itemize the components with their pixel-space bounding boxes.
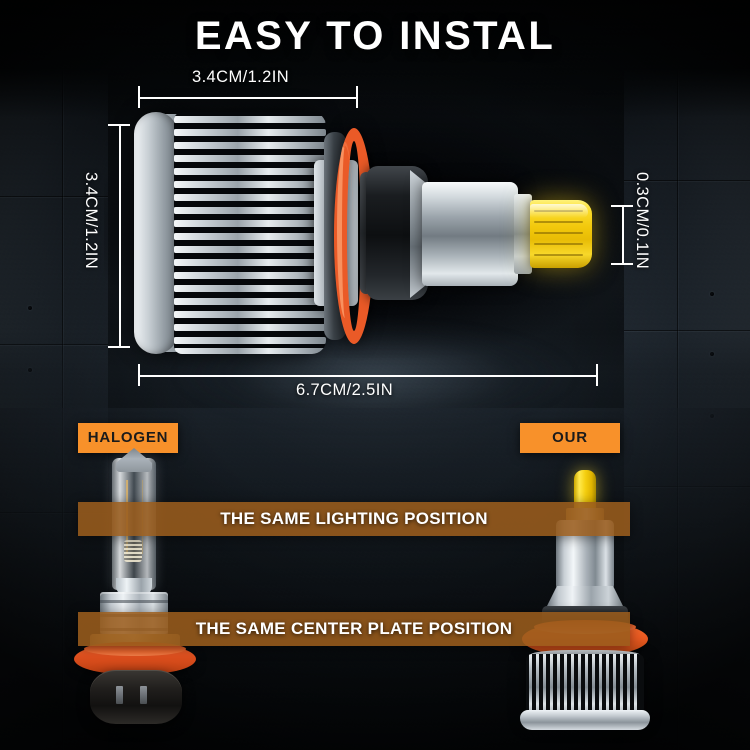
dimension-bracket-icon: [119, 124, 121, 348]
dimension-cap: [108, 124, 130, 126]
dimension-bracket-icon: [622, 205, 624, 265]
heat-sink-end-cap: [134, 112, 178, 354]
product-ferrule: [514, 194, 532, 274]
comparison-bar-center-plate: [78, 612, 630, 646]
comparison-bar-center-plate-label: THE SAME CENTER PLATE POSITION: [195, 619, 513, 638]
gasket-ring-highlight: [337, 142, 353, 318]
badge-our: OUR: [520, 423, 620, 453]
halogen-pin: [116, 686, 123, 704]
dimension-cap: [356, 86, 358, 108]
dimension-cap: [138, 364, 140, 386]
dimension-cap: [596, 364, 598, 386]
halogen-neck: [116, 578, 152, 596]
heat-sink-icon: [526, 654, 644, 718]
dimension-label-length: 6.7CM/2.5IN: [296, 381, 394, 399]
product-halogen-bulb: [68, 448, 228, 724]
page-title: EASY TO INSTAL: [194, 14, 556, 58]
dimension-label-width: 3.4CM/1.2IN: [192, 68, 290, 86]
dimension-label-height: 3.4CM/1.2IN: [82, 172, 100, 270]
halogen-coil: [124, 540, 142, 562]
dimension-bracket-icon: [138, 97, 358, 99]
product-barrel: [422, 182, 518, 286]
halogen-pin: [140, 686, 147, 704]
comparison-bar-lighting: [78, 502, 630, 536]
dimension-label-led-thickness: 0.3CM/0.1IN: [633, 172, 651, 270]
dimension-cap: [138, 86, 140, 108]
dimension-cap: [611, 205, 633, 207]
halogen-connector: [90, 670, 182, 724]
comparison-bar-lighting-label: THE SAME LIGHTING POSITION: [220, 509, 488, 528]
halogen-collar-band: [100, 600, 168, 603]
dimension-cap: [611, 263, 633, 265]
led-chip-icon: [574, 470, 596, 510]
dimension-cap: [108, 346, 130, 348]
badge-halogen: HALOGEN: [78, 423, 178, 453]
led-barrel-taper: [546, 586, 624, 608]
halogen-tip: [116, 448, 152, 472]
heat-sink-base-ring: [520, 710, 650, 730]
heat-sink-fins: [174, 112, 326, 354]
dimension-bracket-icon: [138, 375, 598, 377]
led-chip-gloss: [530, 204, 588, 218]
product-led-bulb-hero: [128, 108, 592, 358]
